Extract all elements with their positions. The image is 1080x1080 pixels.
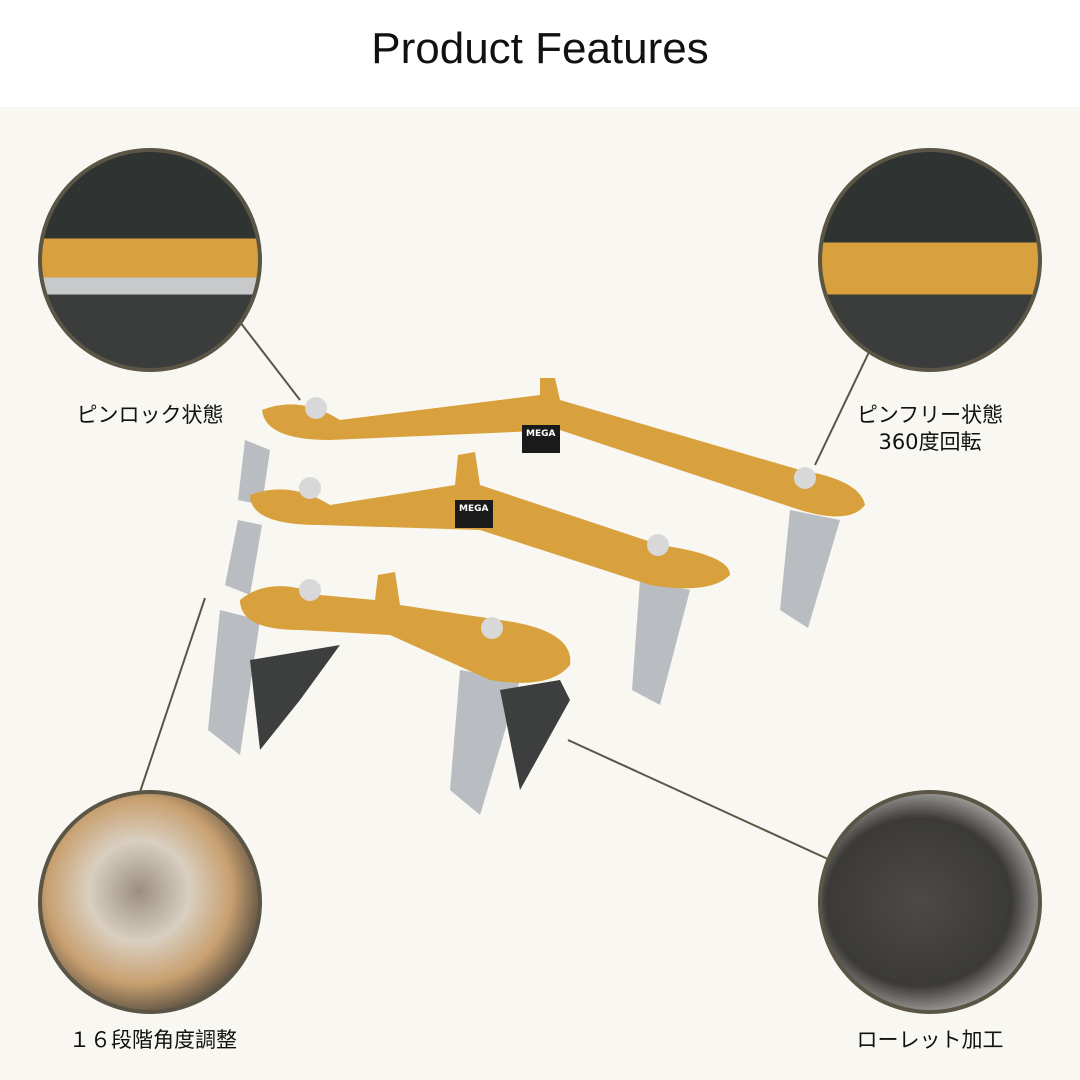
brand-plate [522,425,560,453]
leader-lines [139,321,871,861]
leader-line-16-steps [139,597,206,793]
brand-logo-text: MEGA [459,504,488,514]
feature-image-pin-lock [38,148,262,372]
brand-logo-text: MEGA [526,429,555,439]
handle-medium: MEGA [225,452,730,705]
feature-image-pin-free [818,148,1042,372]
brand-plate [455,500,493,528]
feature-image-16-step-angle [38,790,262,1014]
feature-label-knurling: ローレット加工 [856,1028,1004,1052]
feature-label-pin-free: ピンフリー状態 [856,403,1004,427]
feature-label-pin-lock: ピンロック状態 [76,403,224,427]
feature-sublabel-360-rotation: 360度回転 [878,430,982,454]
header: Product Features [0,0,1080,107]
leader-line-pin-free [814,349,871,466]
page-title: Product Features [371,24,709,73]
feature-label-16-steps: １６段階角度調整 [69,1028,237,1052]
leader-line-knurling [567,739,831,861]
handle-small [208,572,571,815]
feature-image-knurling [818,790,1042,1014]
handle-large: MEGA [238,378,865,628]
leader-line-pin-lock [239,321,301,401]
